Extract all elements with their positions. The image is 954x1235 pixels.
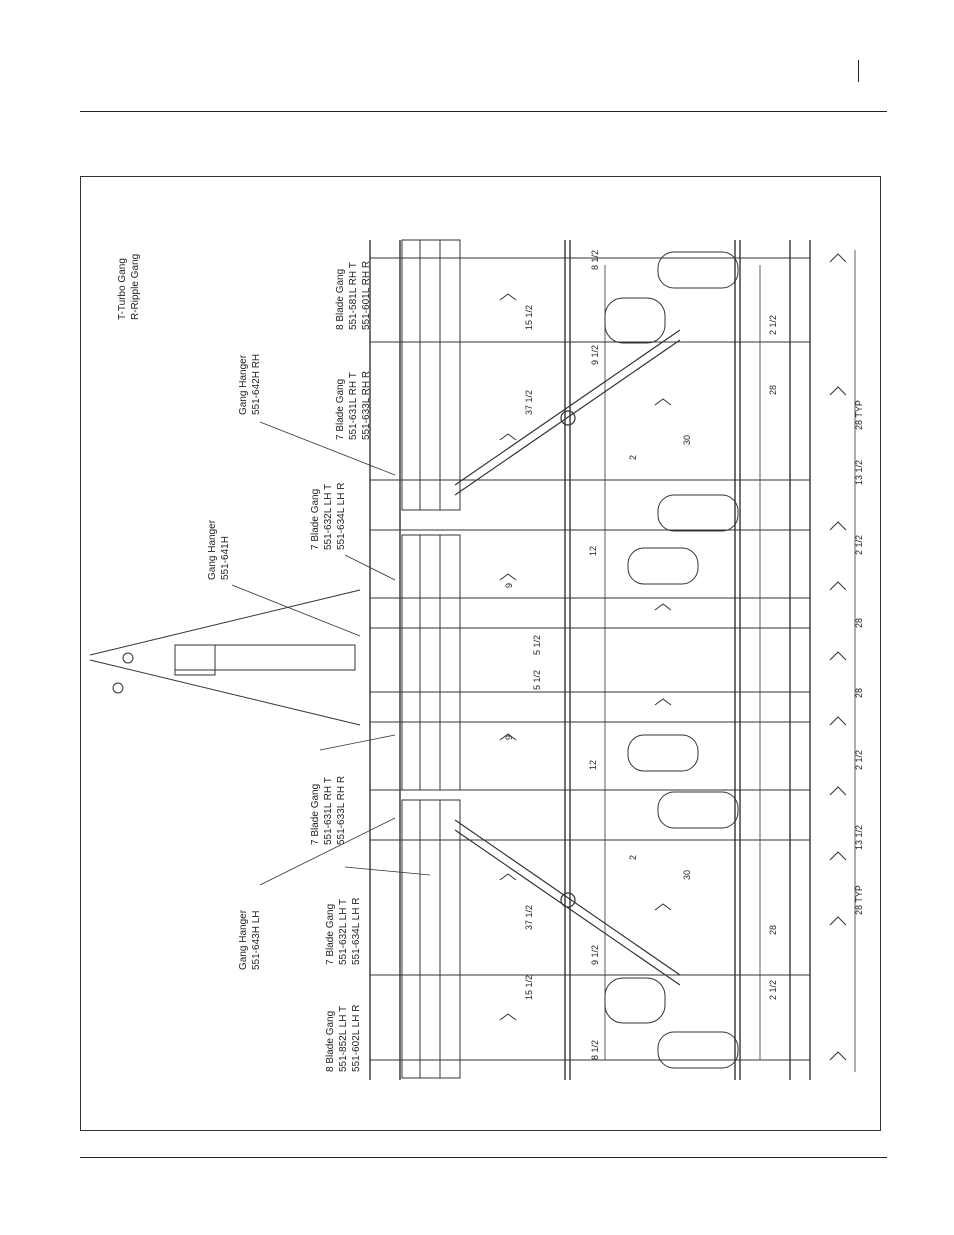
header-rule [80, 111, 887, 113]
svg-text:Gang Hanger: Gang Hanger [207, 519, 218, 580]
callout-hanger-center: Gang Hanger 551-641H [207, 519, 231, 580]
svg-text:551-581L RH T: 551-581L RH T [348, 262, 359, 330]
svg-text:5 1/2: 5 1/2 [532, 635, 542, 655]
svg-text:8 1/2: 8 1/2 [590, 250, 600, 270]
svg-text:5 1/2: 5 1/2 [532, 670, 542, 690]
svg-text:551-633L RH R: 551-633L RH R [336, 776, 347, 845]
svg-text:2: 2 [628, 855, 638, 860]
svg-text:28: 28 [768, 385, 778, 395]
legend-turbo: T-Turbo Gang [117, 258, 128, 320]
svg-text:28 TYP: 28 TYP [854, 885, 864, 915]
svg-text:9 1/2: 9 1/2 [590, 945, 600, 965]
svg-text:551-632L LH T: 551-632L LH T [323, 484, 334, 550]
svg-text:8 Blade Gang: 8 Blade Gang [335, 269, 346, 330]
svg-text:7 Blade Gang: 7 Blade Gang [325, 904, 336, 965]
svg-text:9 1/2: 9 1/2 [590, 345, 600, 365]
dimension-lines [604, 250, 856, 1072]
svg-text:8 1/2: 8 1/2 [590, 1040, 600, 1060]
svg-text:12: 12 [588, 760, 598, 770]
svg-text:551-601L RH R: 551-601L RH R [361, 261, 372, 330]
legend-ripple: R-Ripple Gang [130, 254, 141, 320]
svg-text:551-634L LH R: 551-634L LH R [351, 898, 362, 965]
svg-text:15 1/2: 15 1/2 [524, 305, 534, 330]
svg-text:7 Blade Gang: 7 Blade Gang [335, 379, 346, 440]
svg-text:551-852L LH T: 551-852L LH T [338, 1006, 349, 1072]
hitch-tongue [89, 589, 361, 726]
svg-text:Gang Hanger: Gang Hanger [238, 354, 249, 415]
svg-text:551-602L LH R: 551-602L LH R [351, 1005, 362, 1072]
leader-lines [231, 421, 431, 886]
diagonal-braces [454, 329, 681, 986]
gang-legend: T-Turbo Gang R-Ripple Gang [117, 254, 141, 320]
svg-text:551-641H: 551-641H [220, 536, 231, 580]
tires [604, 251, 739, 1069]
svg-text:2 1/2: 2 1/2 [768, 315, 778, 335]
header-tab-mark [858, 60, 860, 82]
svg-text:7 Blade Gang: 7 Blade Gang [310, 489, 321, 550]
footer-rule [80, 1157, 887, 1159]
svg-text:9: 9 [504, 735, 514, 740]
svg-text:28: 28 [768, 925, 778, 935]
svg-text:28: 28 [854, 688, 864, 698]
svg-text:12: 12 [588, 546, 598, 556]
callout-lh8: 8 Blade Gang 551-852L LH T 551-602L LH R [325, 1005, 362, 1072]
longitudinal-rails [370, 257, 810, 1061]
svg-text:551-631L RH T: 551-631L RH T [323, 777, 334, 845]
callout-lh7: 7 Blade Gang 551-632L LH T 551-634L LH R [325, 898, 362, 965]
svg-text:13 1/2: 13 1/2 [854, 825, 864, 850]
svg-text:28: 28 [854, 618, 864, 628]
svg-text:551-632L LH T: 551-632L LH T [338, 899, 349, 965]
svg-text:37 1/2: 37 1/2 [524, 905, 534, 930]
svg-text:37 1/2: 37 1/2 [524, 390, 534, 415]
svg-text:8 Blade Gang: 8 Blade Gang [325, 1011, 336, 1072]
disc-gangs [401, 239, 461, 1079]
callout-rh7: 7 Blade Gang 551-631L RH T 551-633L RH R [335, 371, 372, 440]
svg-text:551-642H RH: 551-642H RH [251, 354, 262, 415]
svg-text:2 1/2: 2 1/2 [768, 980, 778, 1000]
svg-text:30: 30 [682, 870, 692, 880]
svg-text:551-634L LH R: 551-634L LH R [336, 483, 347, 550]
svg-text:551-631L RH T: 551-631L RH T [348, 372, 359, 440]
svg-text:15 1/2: 15 1/2 [524, 975, 534, 1000]
svg-text:9: 9 [504, 583, 514, 588]
callout-hanger-rh: Gang Hanger 551-642H RH [238, 354, 262, 415]
svg-text:13 1/2: 13 1/2 [854, 460, 864, 485]
sweeps [499, 253, 847, 1061]
svg-text:2: 2 [628, 455, 638, 460]
callout-rh8: 8 Blade Gang 551-581L RH T 551-601L RH R [335, 261, 372, 330]
svg-text:30: 30 [682, 435, 692, 445]
svg-text:2 1/2: 2 1/2 [854, 750, 864, 770]
callout-hanger-lh: Gang Hanger 551-643H LH [238, 909, 262, 970]
callout-center-7rh: 7 Blade Gang 551-631L RH T 551-633L RH R [310, 776, 347, 845]
svg-text:7 Blade Gang: 7 Blade Gang [310, 784, 321, 845]
frame-tubes [369, 240, 811, 1080]
callout-center-7lh: 7 Blade Gang 551-632L LH T 551-634L LH R [310, 483, 347, 550]
dimension-labels: 15 1/2 37 1/2 9 1/2 8 1/2 2 1/2 28 30 2 … [504, 250, 864, 1060]
svg-text:551-643H LH: 551-643H LH [251, 911, 262, 970]
svg-text:28 TYP: 28 TYP [854, 400, 864, 430]
svg-text:551-633L RH R: 551-633L RH R [361, 371, 372, 440]
svg-text:Gang Hanger: Gang Hanger [238, 909, 249, 970]
figure-frame [80, 176, 881, 1131]
svg-text:2 1/2: 2 1/2 [854, 535, 864, 555]
